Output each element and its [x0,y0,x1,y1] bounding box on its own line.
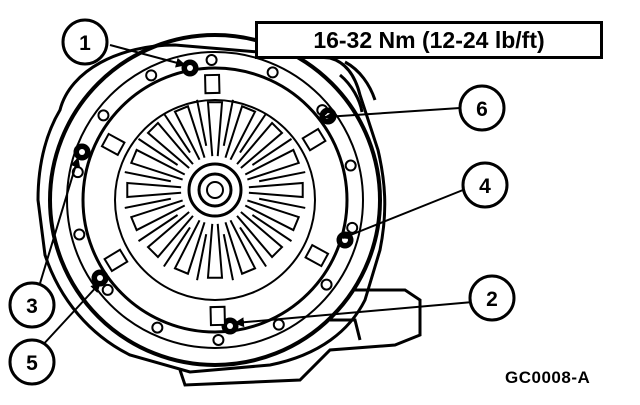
spring-finger [206,223,224,279]
cover-hole [205,54,218,67]
spring-finger [146,211,194,259]
cover-tab [209,305,226,327]
cover-tab [100,132,126,157]
figure-code: GC0008-A [505,368,591,387]
svg-text:5: 5 [26,352,38,375]
spring-finger [206,101,224,157]
callout-3: 3 [8,281,56,329]
leader-2 [234,301,474,328]
cover-hole [145,69,158,82]
svg-text:2: 2 [486,288,498,311]
svg-text:3: 3 [26,295,38,318]
cover-tab [103,248,129,273]
release-hub [187,162,243,218]
finger-slot [124,197,172,209]
spring-finger [236,211,284,259]
finger-slot [251,214,293,242]
svg-text:1: 1 [79,32,91,55]
cover-hole [320,278,333,291]
diaphragm-spring-fingers [124,99,306,281]
cover-hole [266,66,279,79]
svg-text:4: 4 [479,175,491,198]
finger-slot [196,233,208,281]
finger-slot [258,197,306,209]
finger-slot [196,99,208,147]
leader-6 [324,107,461,122]
cover-tab [301,127,327,152]
finger-slot [222,233,234,281]
bolt-center [97,275,103,281]
torque-spec-label: 16-32 Nm (12-24 lb/ft) [255,21,603,59]
callout-5: 5 [8,338,56,386]
spring-finger [244,148,301,181]
cover-hole [272,318,285,331]
spring-finger [126,181,182,199]
leader-5 [39,282,101,349]
spring-finger [224,104,257,161]
spring-finger [248,181,304,199]
callout-4: 4 [461,161,509,209]
callout-6: 6 [458,84,506,132]
spring-finger [146,121,194,169]
cover-tab [204,73,221,95]
leader-3 [37,157,81,291]
flywheel-housing [36,43,422,387]
svg-text:6: 6 [476,98,488,121]
finger-slot [124,171,172,183]
spring-finger [173,104,206,161]
finger-slot [163,112,191,154]
spring-finger [129,199,186,232]
spring-finger [173,219,206,276]
leader-1 [109,44,186,68]
leader-4 [342,189,464,240]
spring-finger [236,121,284,169]
cover-hole [212,333,225,346]
cover-hole [346,221,359,234]
pressure-plate-cover [48,33,382,367]
cover-hole [316,104,329,117]
bolt-center [187,65,193,71]
finger-slot [239,112,267,154]
cover-tab [304,243,330,268]
cover-hole [97,109,110,122]
bolt-center [79,149,85,155]
finger-slot [137,138,179,166]
finger-slot [258,171,306,183]
bolt-center [227,323,233,329]
cover-hole [101,283,114,296]
cover-hole [344,159,357,172]
spring-finger [224,219,257,276]
finger-slot [222,99,234,147]
cover-hole [73,228,86,241]
spring-finger [129,148,186,181]
cover-hole [151,321,164,334]
finger-slot [239,226,267,268]
finger-slot [137,214,179,242]
callout-leaders [37,44,474,349]
finger-slot [251,138,293,166]
callout-2: 2 [468,274,516,322]
callout-1: 1 [61,18,109,66]
spring-finger [244,199,301,232]
finger-slot [163,226,191,268]
